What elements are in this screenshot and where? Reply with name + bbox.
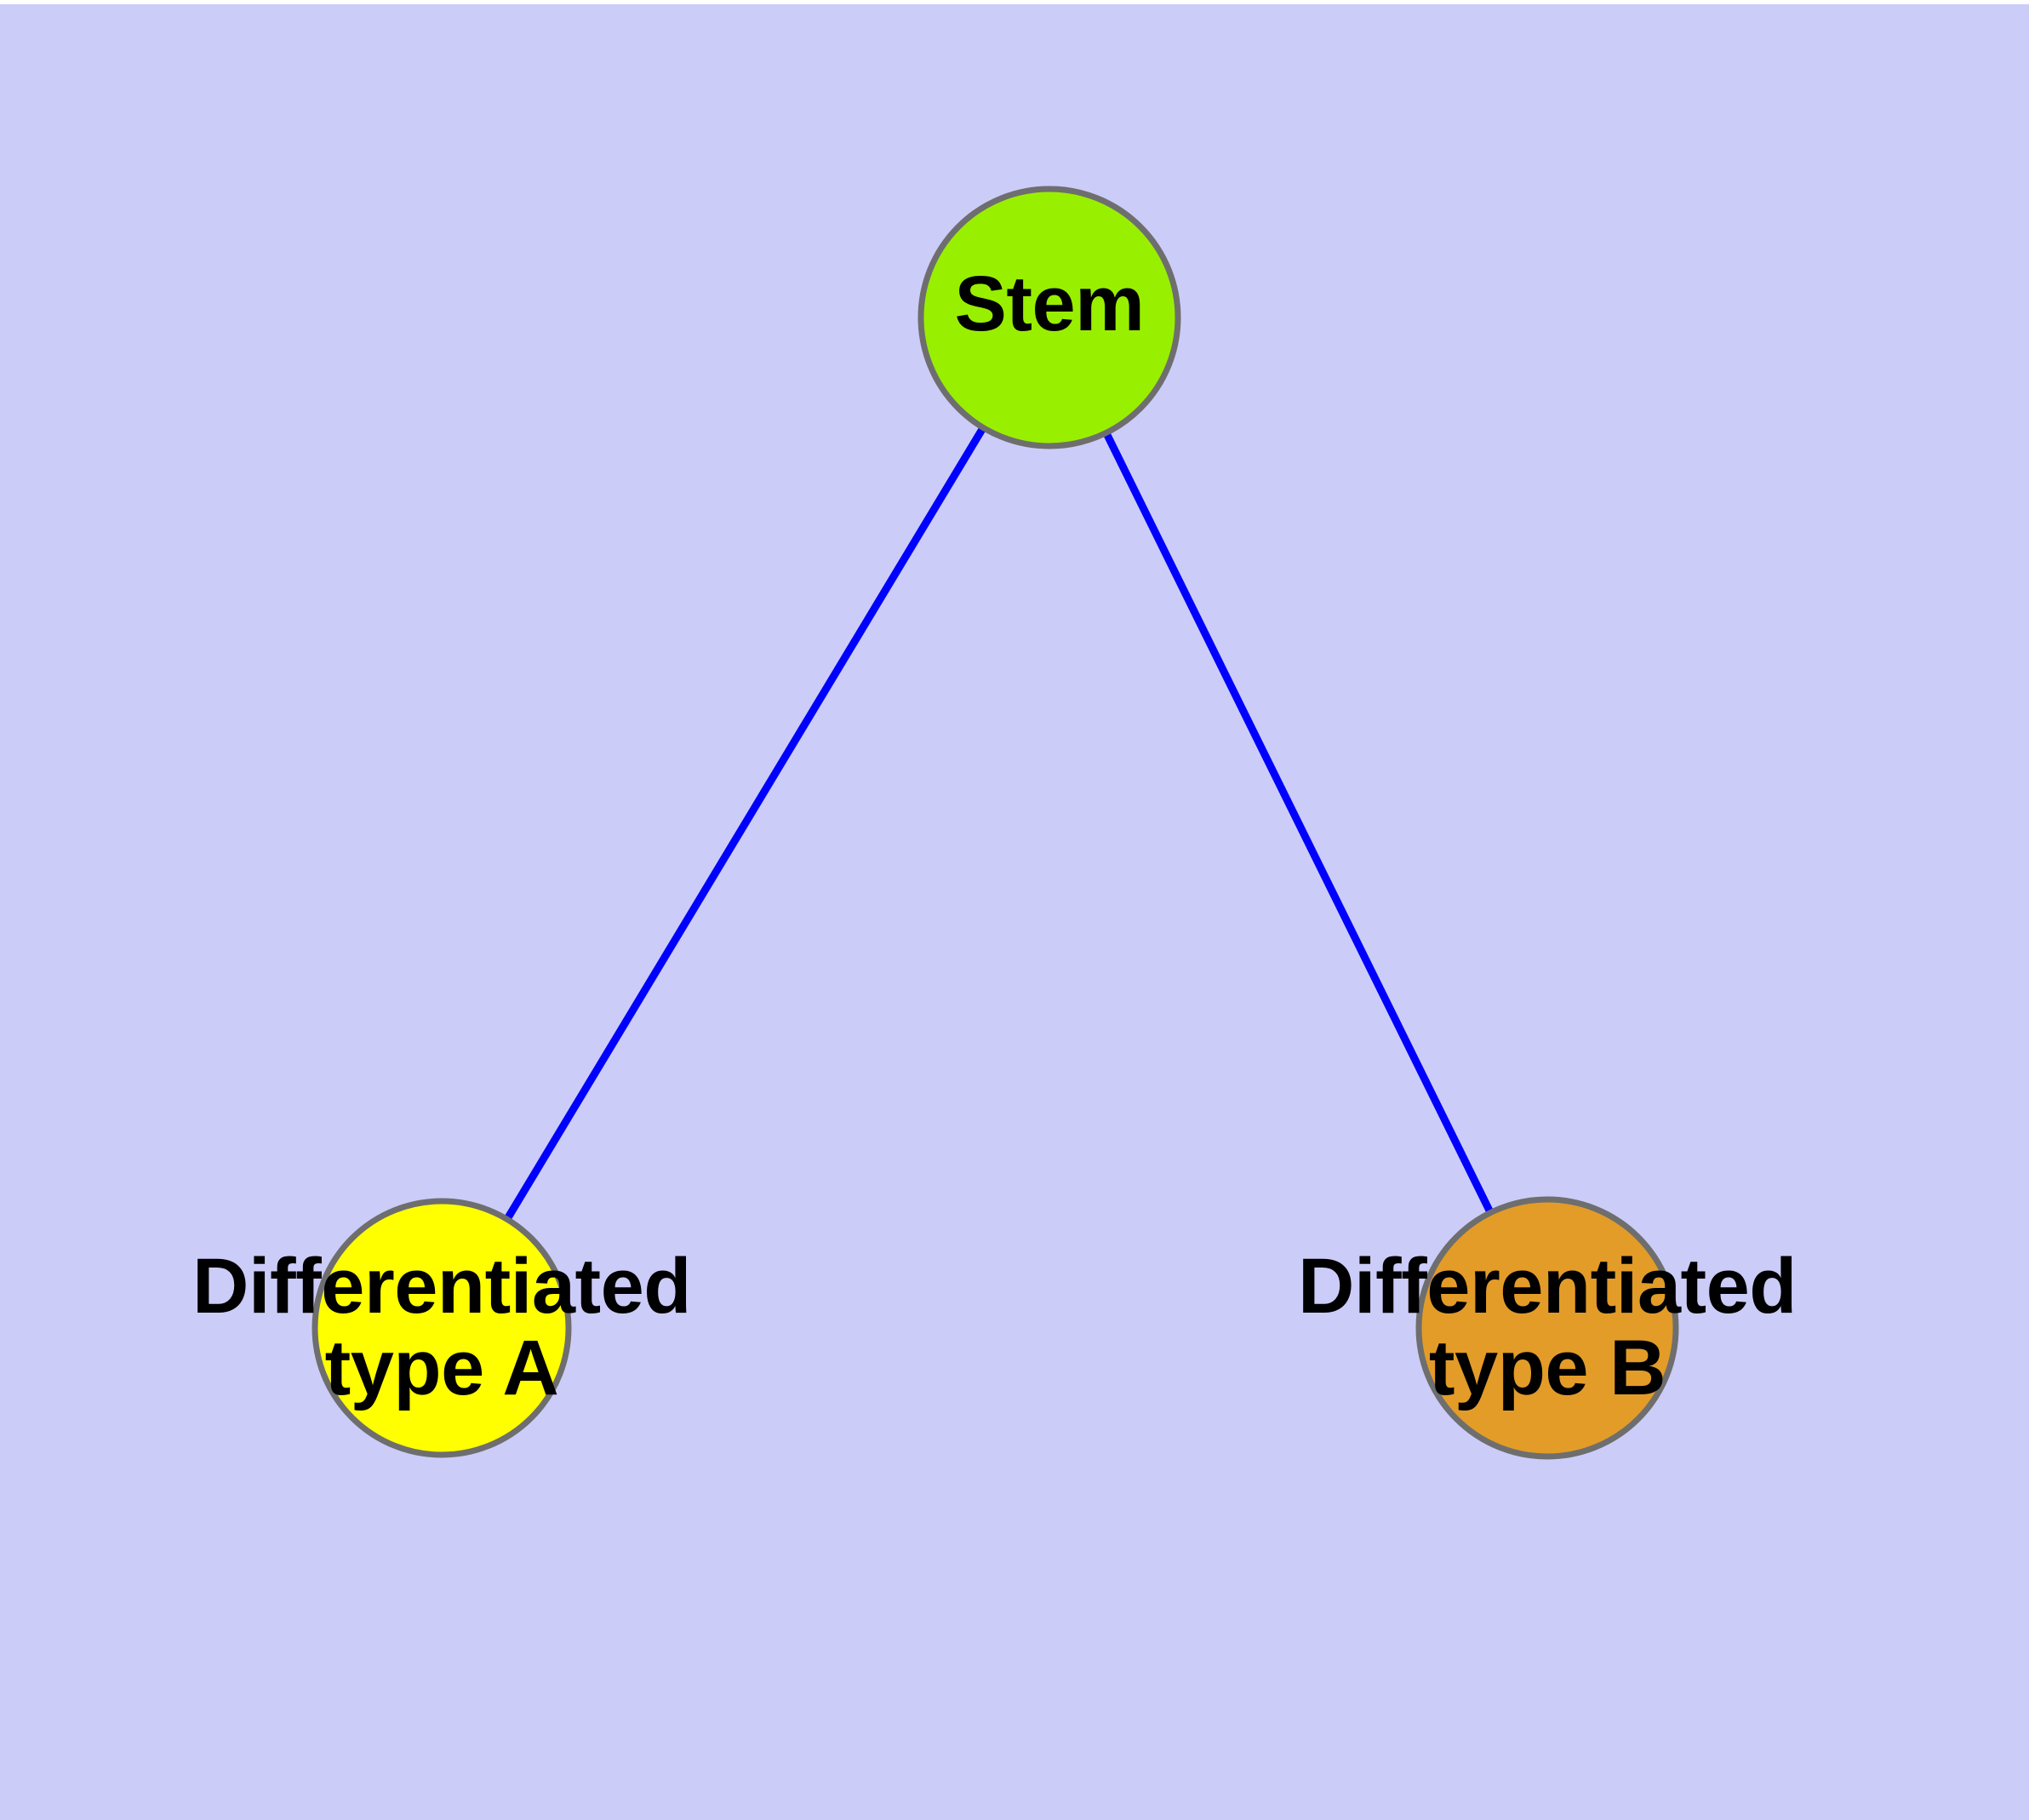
- node-diff-a[interactable]: [311, 1198, 572, 1458]
- node-diff-b[interactable]: [1415, 1196, 1679, 1460]
- edge-stem-diff-b[interactable]: [1102, 431, 1495, 1215]
- node-stem[interactable]: [917, 186, 1181, 449]
- edge-layer: [503, 426, 1495, 1222]
- edge-stem-diff-a[interactable]: [503, 426, 987, 1222]
- node-layer: [311, 186, 1679, 1460]
